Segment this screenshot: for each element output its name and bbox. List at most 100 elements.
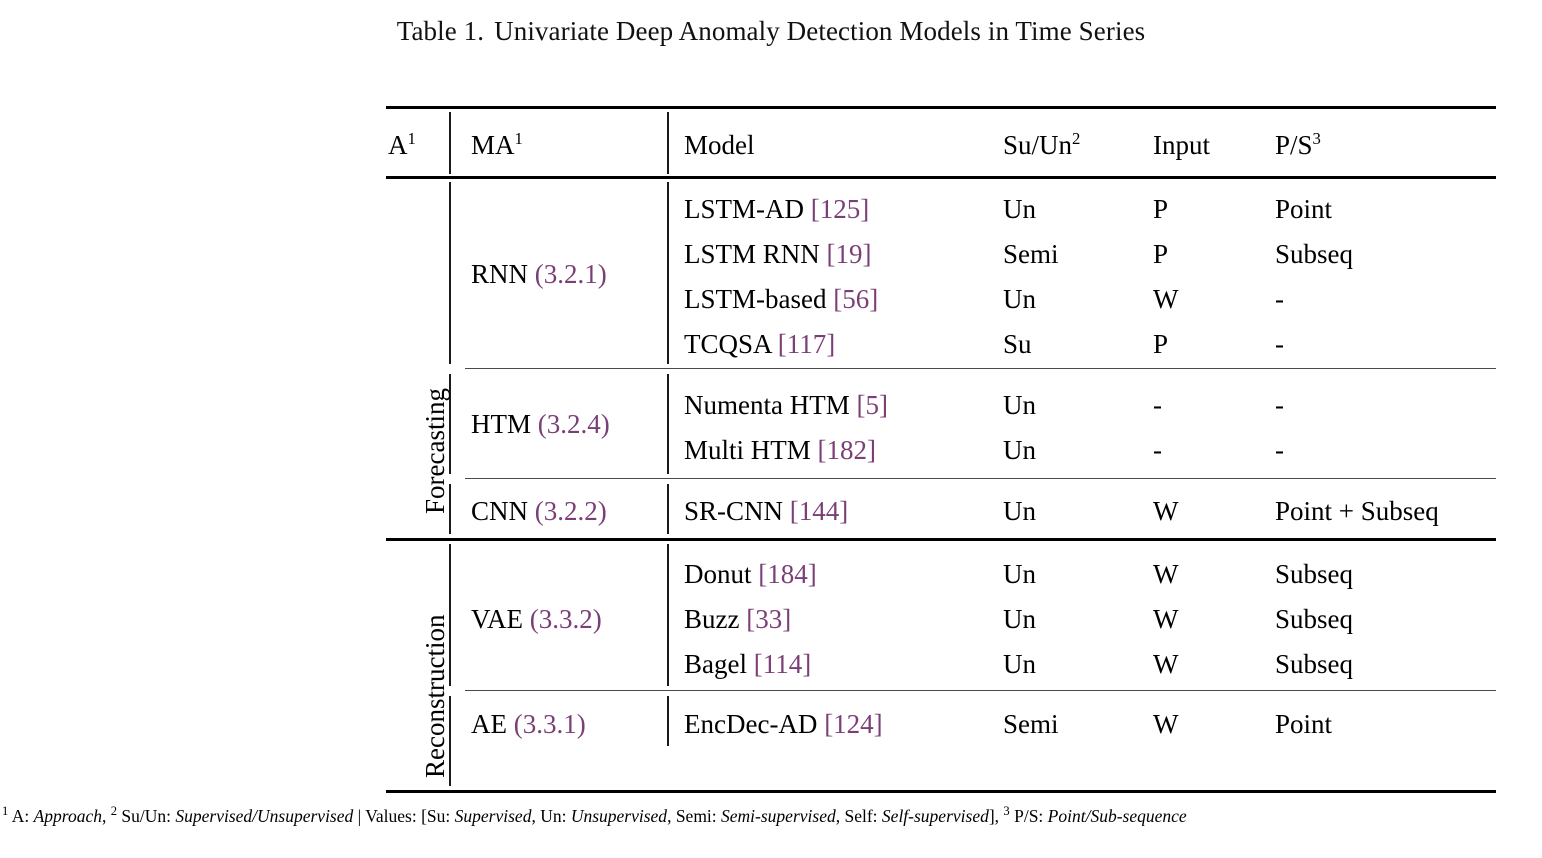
- table-footnote: 1 A: Approach, 2 Su/Un: Supervised/Unsup…: [2, 804, 1540, 827]
- cell-input: P: [1153, 329, 1169, 359]
- table-row: LSTM-AD [125]: [684, 194, 870, 224]
- method-family-htm: HTM (3.2.4): [471, 409, 610, 439]
- header-input: Input: [1153, 130, 1210, 160]
- vrule-family-cnn: [667, 484, 669, 534]
- cell-ps: Point: [1275, 709, 1333, 739]
- cell-ps: -: [1275, 390, 1284, 420]
- caption-label: Table 1.: [396, 16, 485, 46]
- footnote-marker-2: 2: [110, 804, 118, 819]
- cell-ps: Subseq: [1275, 559, 1354, 589]
- vrule-approach-ae: [449, 696, 451, 786]
- footnote-sep-5: ],: [988, 806, 1004, 826]
- header-bottom-rule: [386, 176, 1496, 179]
- cell-input: -: [1153, 390, 1162, 420]
- vrule-family-rnn: [667, 182, 669, 364]
- rule-between-approach-groups: [386, 538, 1496, 541]
- footnote-ps-value: Point/Sub-sequence: [1047, 806, 1187, 826]
- vrule-approach-header: [449, 112, 451, 174]
- table-caption: Table 1. Univariate Deep Anomaly Detectio…: [0, 16, 1542, 47]
- cell-suun: Un: [1003, 604, 1036, 634]
- table-row: Bagel [114]: [684, 649, 812, 679]
- caption-title: Univariate Deep Anomaly Detection Models…: [494, 16, 1146, 46]
- cell-ps: Subseq: [1275, 239, 1354, 269]
- cell-suun: Semi: [1003, 709, 1059, 739]
- cell-suun: Su: [1003, 329, 1032, 359]
- rule-after-htm-group: [465, 478, 1496, 480]
- method-family-rnn: RNN (3.2.1): [471, 259, 607, 289]
- footnote-value-un: Unsupervised: [570, 806, 668, 826]
- footnote-values-intro: | Values: [Su:: [353, 806, 455, 826]
- table-row: LSTM RNN [19]: [684, 239, 872, 269]
- cell-input: P: [1153, 239, 1169, 269]
- rule-after-vae-group: [465, 690, 1496, 692]
- table-row: Multi HTM [182]: [684, 435, 876, 465]
- header-method-family: MA1: [471, 129, 523, 160]
- cell-suun: Un: [1003, 559, 1036, 589]
- footnote-value-self: Self-supervised: [881, 806, 989, 826]
- footnote-marker-1: 1: [2, 804, 9, 819]
- cell-input: W: [1153, 496, 1179, 526]
- footnote-value-su: Supervised: [454, 806, 532, 826]
- vrule-family-ae: [667, 696, 669, 746]
- header-approach: A1: [388, 129, 416, 160]
- header-model: Model: [684, 130, 755, 160]
- cell-input: W: [1153, 604, 1179, 634]
- footnote-sep-1: ,: [101, 806, 111, 826]
- cell-suun: Un: [1003, 284, 1036, 314]
- cell-ps: Subseq: [1275, 604, 1354, 634]
- models-table: A1 MA1 Model Su/Un2 Input P/S3 Forecasti…: [386, 106, 1496, 793]
- header-suun: Su/Un2: [1003, 129, 1081, 160]
- cell-input: W: [1153, 559, 1179, 589]
- cell-ps: Point + Subseq: [1275, 496, 1439, 526]
- cell-suun: Semi: [1003, 239, 1059, 269]
- table-row: TCQSA [117]: [684, 329, 836, 359]
- vrule-family-vae: [667, 544, 669, 686]
- cell-ps: Point: [1275, 194, 1333, 224]
- table-row: Buzz [33]: [684, 604, 792, 634]
- footnote-sep-4: , Self:: [835, 806, 882, 826]
- cell-input: W: [1153, 649, 1179, 679]
- footnote-value-semi: Semi-supervised: [721, 806, 836, 826]
- footnote-a-label: A:: [11, 806, 34, 826]
- approach-label-forecasting: Forecasting: [420, 388, 450, 514]
- vrule-family-htm: [667, 374, 669, 474]
- table-bottom-rule: [386, 790, 1496, 793]
- cell-ps: Subseq: [1275, 649, 1354, 679]
- cell-suun: Un: [1003, 649, 1036, 679]
- cell-ps: -: [1275, 435, 1284, 465]
- vrule-family-header: [667, 112, 669, 174]
- footnote-marker-3: 3: [1003, 804, 1010, 819]
- table-row: EncDec-AD [124]: [684, 709, 883, 739]
- rule-after-rnn-group: [465, 368, 1496, 370]
- vrule-approach-rnn: [449, 182, 451, 364]
- table-row: SR-CNN [144]: [684, 496, 849, 526]
- table-row: Donut [184]: [684, 559, 817, 589]
- table-top-rule: [386, 106, 1496, 109]
- approach-label-reconstruction: Reconstruction: [420, 614, 450, 778]
- cell-input: W: [1153, 709, 1179, 739]
- footnote-suun-label: Su/Un:: [121, 806, 176, 826]
- method-family-ae: AE (3.3.1): [471, 709, 586, 739]
- table-row: LSTM-based [56]: [684, 284, 879, 314]
- cell-suun: Un: [1003, 390, 1036, 420]
- cell-input: W: [1153, 284, 1179, 314]
- footnote-sep-2: , Un:: [531, 806, 571, 826]
- cell-suun: Un: [1003, 435, 1036, 465]
- vrule-approach-vae: [449, 544, 451, 686]
- cell-input: P: [1153, 194, 1169, 224]
- footnote-a-value: Approach: [33, 806, 102, 826]
- cell-ps: -: [1275, 284, 1284, 314]
- method-family-vae: VAE (3.3.2): [471, 604, 602, 634]
- vrule-approach-htm: [449, 374, 451, 474]
- footnote-sep-3: , Semi:: [667, 806, 722, 826]
- cell-suun: Un: [1003, 194, 1036, 224]
- table-row: Numenta HTM [5]: [684, 390, 888, 420]
- cell-ps: -: [1275, 329, 1284, 359]
- vrule-approach-cnn: [449, 484, 451, 534]
- footnote-suun-value: Supervised/Unsupervised: [175, 806, 354, 826]
- cell-suun: Un: [1003, 496, 1036, 526]
- method-family-cnn: CNN (3.2.2): [471, 496, 607, 526]
- cell-input: -: [1153, 435, 1162, 465]
- footnote-ps-label: P/S:: [1014, 806, 1048, 826]
- header-ps: P/S3: [1275, 129, 1321, 160]
